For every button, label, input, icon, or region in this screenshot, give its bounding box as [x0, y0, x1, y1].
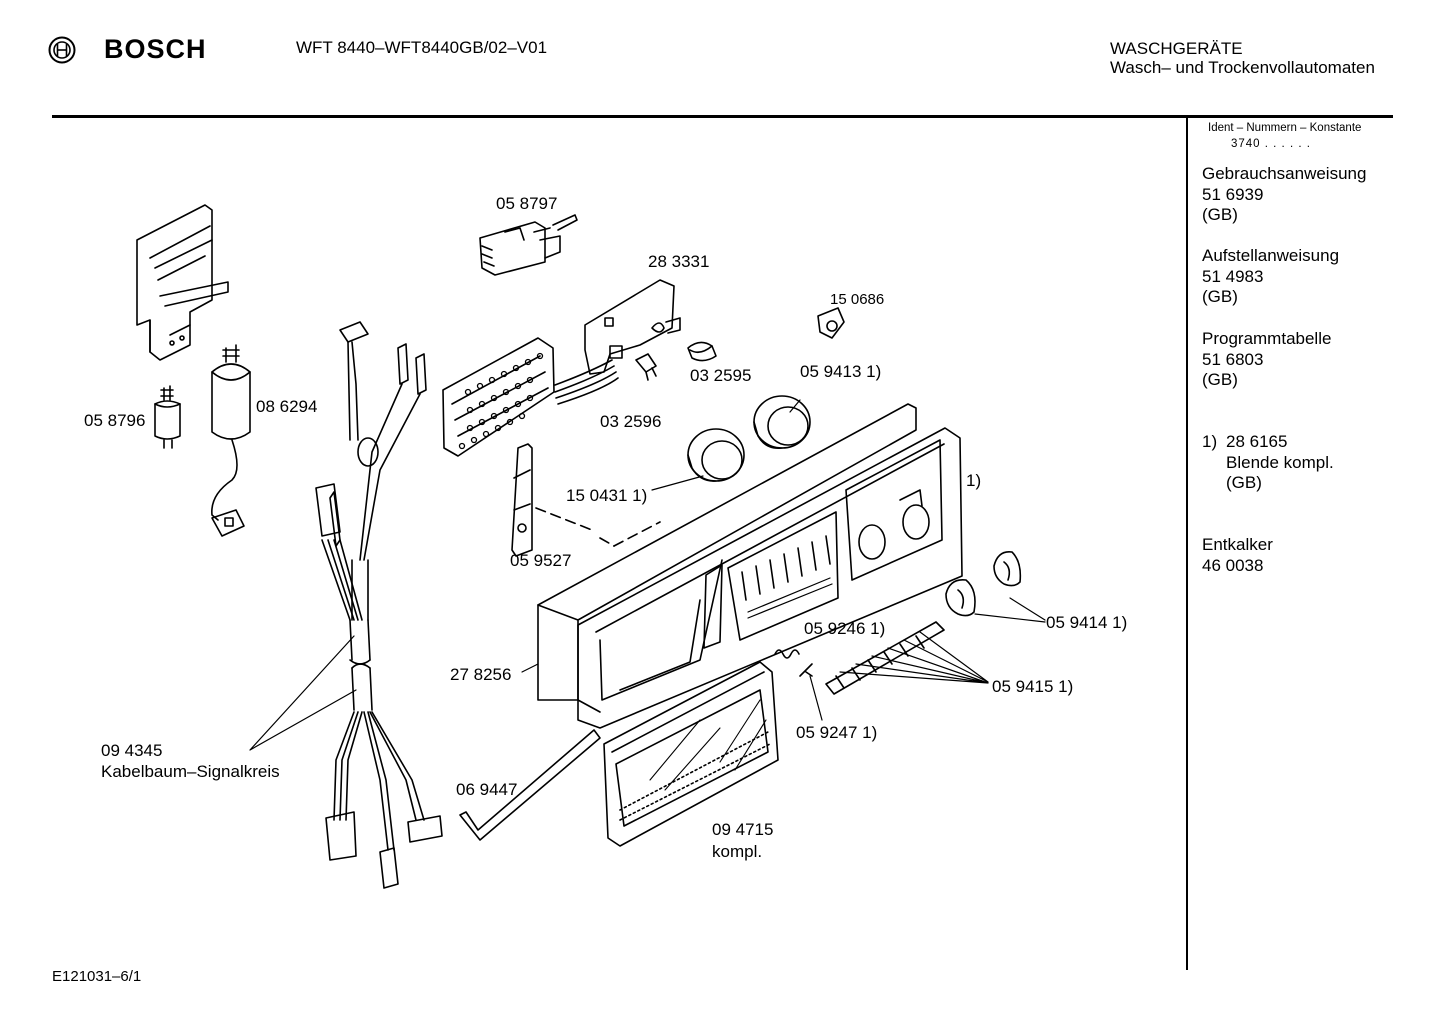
part-label-032596: 03 2596 [600, 412, 662, 431]
doc-programmtabelle: Programmtabelle 51 6803 (GB) [1202, 329, 1331, 391]
doc-number: 51 6939 [1202, 184, 1264, 204]
doc-number: 51 6803 [1202, 349, 1264, 369]
part-label-059415: 05 9415 1) [992, 677, 1074, 696]
drawing-code: E121031–6/1 [52, 968, 142, 985]
part-label-059414: 05 9414 1) [1046, 613, 1128, 632]
footnote-number: 28 6165 [1226, 432, 1288, 451]
part-label-032595: 03 2595 [690, 366, 752, 385]
footnote-region: (GB) [1226, 473, 1262, 492]
spring-part [774, 649, 800, 659]
ident-value: 3740 . . . . . . [1231, 138, 1311, 150]
capacitor-small [154, 385, 181, 449]
mounting-bracket [136, 204, 229, 361]
extra-entkalker: Entkalker 46 0038 [1202, 535, 1273, 576]
part-label-footnote: 1) [966, 471, 982, 490]
footnote-marker: 1) [1202, 432, 1218, 451]
control-board [442, 337, 555, 457]
bosch-logo-icon [48, 36, 76, 64]
leader-lines [249, 399, 1046, 751]
lever-part [511, 443, 661, 557]
category-subtitle: Wasch– und Trockenvollautomaten [1110, 58, 1375, 77]
indicator-lamp [687, 341, 717, 362]
knob-cap-2 [993, 550, 1022, 587]
knob-cap-1 [945, 578, 976, 617]
part-label-086294: 08 6294 [256, 397, 318, 416]
doc-title: Aufstellanweisung [1202, 246, 1340, 265]
doc-aufstellanweisung: Aufstellanweisung 51 4983 (GB) [1202, 246, 1339, 308]
doc-region: (GB) [1202, 205, 1238, 224]
control-panel-front [537, 403, 963, 729]
brand-name: BOSCH [104, 34, 207, 64]
part-label-150686: 15 0686 [830, 291, 885, 308]
part-desc-094715: kompl. [712, 842, 763, 861]
doc-number: 51 4983 [1202, 266, 1264, 286]
led-holder [635, 353, 657, 381]
ident-label: Ident – Nummern – Konstante [1208, 122, 1362, 134]
capacitor-large [211, 344, 251, 537]
sidebar-divider [1186, 118, 1188, 970]
doc-region: (GB) [1202, 287, 1238, 306]
part-label-059247: 05 9247 1) [796, 723, 878, 742]
doc-region: (GB) [1202, 370, 1238, 389]
footnote-desc: Blende kompl. [1226, 452, 1334, 472]
part-label-069447: 06 9447 [456, 780, 518, 799]
display-window-cover [603, 661, 779, 847]
pin-part [799, 663, 813, 677]
part-label-094345: 09 4345 [101, 741, 163, 760]
footnote-block: 28 6165 Blende kompl. (GB) [1226, 432, 1334, 494]
part-label-278256: 27 8256 [450, 665, 512, 684]
switch-component [479, 214, 578, 276]
category-title: WASCHGERÄTE [1110, 39, 1243, 58]
part-label-094715: 09 4715 [712, 820, 774, 839]
extra-title: Entkalker [1202, 535, 1273, 554]
retaining-clip [817, 307, 845, 339]
part-desc-094345: Kabelbaum–Signalkreis [101, 762, 280, 781]
part-label-059246: 05 9246 1) [804, 619, 886, 638]
rod-part [459, 729, 601, 841]
doc-title: Gebrauchsanweisung [1202, 164, 1367, 183]
knob-ring-upper [753, 395, 811, 450]
wiring-harness [315, 321, 443, 889]
model-number: WFT 8440–WFT8440GB/02–V01 [296, 38, 548, 57]
circuit-board [554, 279, 681, 405]
extra-number: 46 0038 [1202, 555, 1264, 575]
part-label-058797: 05 8797 [496, 194, 558, 213]
part-label-058796: 05 8796 [84, 411, 146, 430]
part-label-059527: 05 9527 [510, 551, 572, 570]
header-divider [52, 115, 1393, 118]
part-label-150431: 15 0431 1) [566, 486, 648, 505]
part-label-059413: 05 9413 1) [800, 362, 882, 381]
knob-ring-lower [687, 428, 745, 482]
part-label-283331: 28 3331 [648, 252, 710, 271]
doc-gebrauchsanweisung: Gebrauchsanweisung 51 6939 (GB) [1202, 164, 1366, 226]
doc-title: Programmtabelle [1202, 329, 1332, 348]
